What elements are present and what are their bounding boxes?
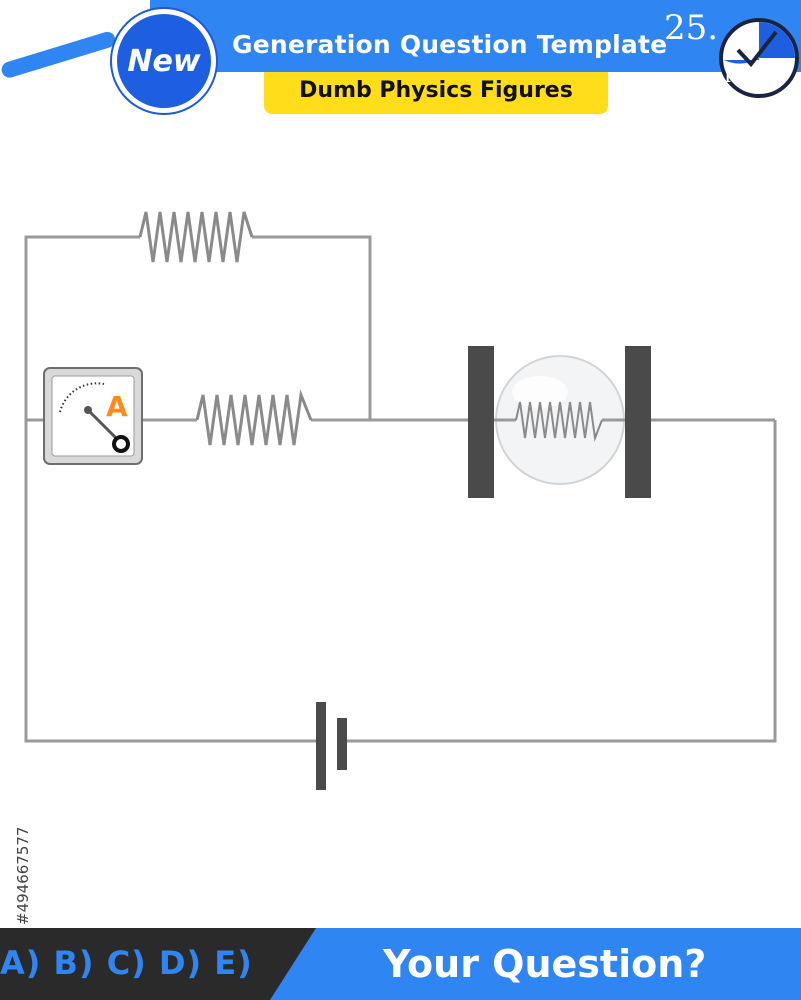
stock-id: #494667577 <box>14 826 32 925</box>
header-title: Generation Question Template <box>232 30 668 59</box>
wire-top-right <box>252 235 372 420</box>
footer-right <box>270 928 801 1000</box>
resistor-middle <box>195 389 313 446</box>
ammeter-label: A <box>106 390 128 423</box>
wire-left-down <box>24 420 318 743</box>
checkmark-icon <box>736 30 778 68</box>
new-badge-text: New <box>127 44 201 79</box>
clock-unit: hour <box>723 63 777 88</box>
answer-options: A) B) C) D) E) <box>0 944 253 982</box>
wire-right-down <box>346 420 777 743</box>
new-badge: New <box>112 9 216 113</box>
question-prompt: Your Question? <box>383 942 707 986</box>
subtitle-text: Dumb Physics Figures <box>299 78 573 103</box>
subtitle-box: Dumb Physics Figures <box>264 72 608 114</box>
clock-number: 25. <box>664 8 719 48</box>
ammeter <box>43 367 143 465</box>
wire-top-left <box>24 235 140 420</box>
header-bar <box>150 0 801 72</box>
lamp <box>468 346 651 498</box>
resistor-top <box>138 211 254 263</box>
battery <box>316 702 347 790</box>
clock-icon <box>719 18 799 98</box>
footer-left <box>0 928 320 1000</box>
